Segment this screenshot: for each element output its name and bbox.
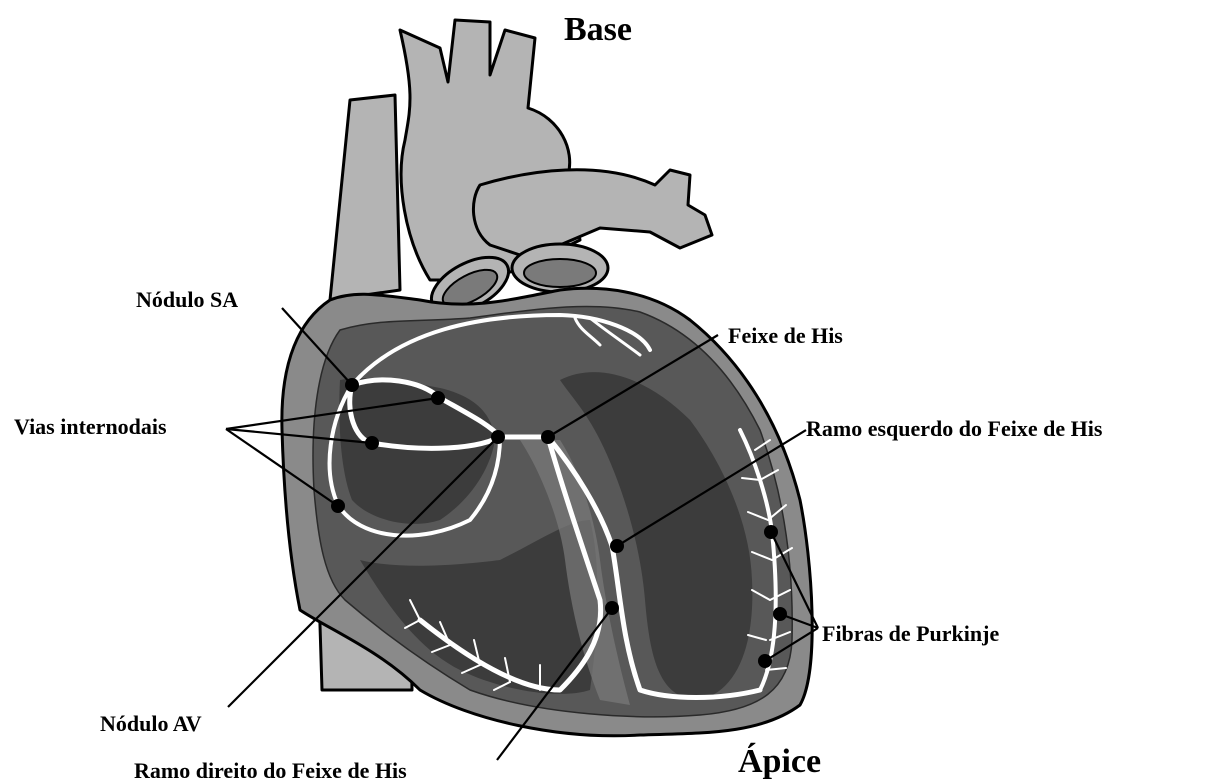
apex-label: Ápice [738, 743, 821, 780]
pulmonary-artery [473, 170, 712, 255]
aortic-vessel-ring-inner [524, 259, 596, 287]
purkinje-fibers-label: Fibras de Purkinje [822, 621, 999, 646]
av-node-label: Nódulo AV [100, 711, 202, 736]
base-label: Base [564, 11, 632, 48]
superior-vena-cava [330, 95, 400, 300]
sa-node-label: Nódulo SA [136, 287, 238, 312]
right-bundle-branch-label: Ramo direito do Feixe de His [134, 758, 407, 783]
bundle-of-his-label: Feixe de His [728, 323, 843, 348]
internodal-pathways-label: Vias internodais [14, 414, 167, 439]
left-bundle-branch-label: Ramo esquerdo do Feixe de His [806, 416, 1103, 441]
